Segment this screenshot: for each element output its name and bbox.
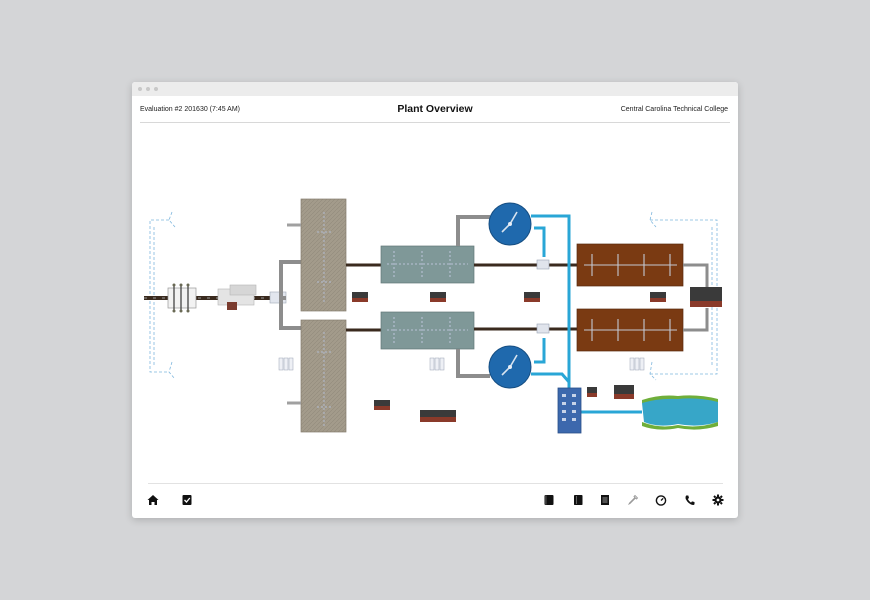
aeration-outlet-lines xyxy=(474,259,577,334)
app-window: Evaluation #2 201630 (7:45 AM) Plant Ove… xyxy=(132,82,738,518)
sludge-building xyxy=(690,287,722,307)
organization-label: Central Carolina Technical College xyxy=(620,106,728,113)
toolbar-divider xyxy=(148,483,723,484)
notebook-icon[interactable] xyxy=(571,493,585,507)
window-titlebar xyxy=(132,82,738,96)
phone-icon[interactable] xyxy=(683,493,697,507)
primary-effluent-lines xyxy=(346,263,381,332)
document-icon[interactable] xyxy=(598,493,612,507)
home-icon[interactable] xyxy=(146,493,160,507)
secondary-clarifier-bottom xyxy=(488,345,532,389)
checklist-icon[interactable] xyxy=(180,493,194,507)
small-buildings xyxy=(352,292,666,422)
disinfection-unit xyxy=(557,387,582,434)
minimize-dot[interactable] xyxy=(146,87,150,91)
primary-clarifier-top xyxy=(287,198,347,312)
digester-loop xyxy=(683,263,709,332)
evaluation-label: Evaluation #2 201630 (7:45 AM) xyxy=(140,106,241,113)
page-header: Evaluation #2 201630 (7:45 AM) Plant Ove… xyxy=(132,96,738,122)
plant-diagram xyxy=(144,198,722,434)
secondary-clarifier-top xyxy=(488,202,532,246)
close-dot[interactable] xyxy=(138,87,142,91)
settings-icon[interactable] xyxy=(711,493,725,507)
effluent-water-lines xyxy=(531,214,642,414)
grit-chamber xyxy=(217,284,287,310)
digester-bottom xyxy=(576,308,684,352)
zoom-dot[interactable] xyxy=(154,87,158,91)
aeration-basin-top xyxy=(380,245,475,284)
digester-top xyxy=(576,243,684,287)
splitter-pipes xyxy=(279,260,302,330)
page-title: Plant Overview xyxy=(397,103,473,115)
aeration-basin-bottom xyxy=(380,311,475,350)
influent-screen xyxy=(167,283,197,313)
valve-racks xyxy=(429,357,645,371)
valve-rack-left xyxy=(278,357,294,371)
clarifier-feed-pipes xyxy=(456,215,490,378)
header-divider xyxy=(140,122,730,123)
dropper-icon[interactable] xyxy=(626,493,640,507)
receiving-stream xyxy=(642,395,718,430)
gauge-icon[interactable] xyxy=(654,493,668,507)
book-icon[interactable] xyxy=(542,493,556,507)
primary-clarifier-bottom xyxy=(287,319,347,433)
